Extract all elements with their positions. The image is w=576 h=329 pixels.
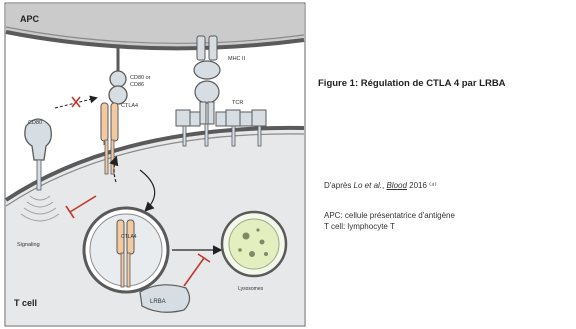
lysosome-label: Lysosomes xyxy=(238,286,264,292)
legend-t-cell: T cell: lymphocyte T xyxy=(324,222,395,231)
lysosome xyxy=(222,212,286,276)
signaling-label: Signaling xyxy=(17,242,40,248)
source-journal: Blood xyxy=(386,181,406,190)
endosome-vesicle xyxy=(84,208,168,292)
ctla4-label: CTLA4 xyxy=(121,103,138,109)
source-prefix: D'après xyxy=(324,181,354,190)
source-suffix: 2016 ⁽⁴⁾ xyxy=(407,181,437,190)
lrba-label: LRBA xyxy=(150,299,166,305)
figure-title: Figure 1: Régulation de CTLA 4 par LRBA xyxy=(318,78,506,89)
tcr-label: TCR xyxy=(232,100,243,106)
vesicle-ctla4-label: CTLA4 xyxy=(121,234,137,240)
mhc-label: MHC II xyxy=(228,56,246,62)
apc-label: APC xyxy=(20,14,40,24)
cd80-cd86-label-line1: CD80 or xyxy=(130,75,151,81)
source-citation: D'après Lo et al., Blood 2016 ⁽⁴⁾ xyxy=(324,181,437,190)
cd80-cd86-label-line2: CD86 xyxy=(130,82,144,88)
cd80-label: CD80 xyxy=(28,120,42,126)
legend-apc: APC: cellule présentatrice d'antigène xyxy=(324,211,455,220)
t-cell-label: T cell xyxy=(14,298,37,308)
source-authors: Lo et al. xyxy=(354,181,382,190)
